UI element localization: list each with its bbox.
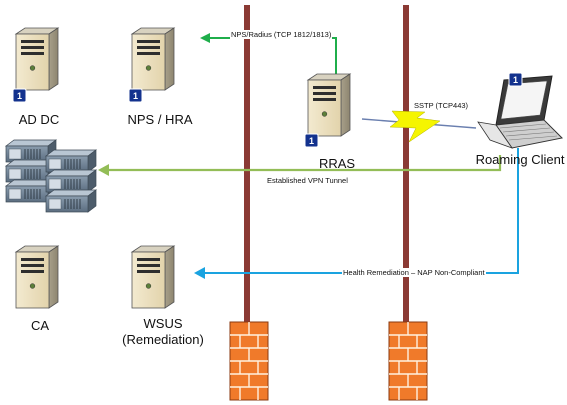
wsus-sublabel: (Remediation)	[122, 332, 204, 347]
edge-health-remediation	[194, 148, 519, 279]
badge-icon: 1	[304, 133, 319, 148]
edge-nps-radius	[200, 33, 337, 80]
server-icon	[131, 245, 175, 309]
server-icon	[131, 27, 175, 91]
server-icon	[15, 27, 59, 91]
laptop-icon	[477, 75, 564, 149]
sstp-label: SSTP (TCP443)	[413, 101, 470, 110]
svg-text:1: 1	[133, 91, 138, 101]
ad-dc-label: AD DC	[18, 112, 60, 127]
firewall-icon	[229, 321, 269, 401]
health-remediation-label: Health Remediation – NAP Non-Compliant	[342, 268, 486, 277]
server-rack-icon	[5, 139, 97, 213]
svg-text:1: 1	[513, 75, 518, 85]
badge-icon: 1	[12, 88, 27, 103]
vpn-tunnel-label: Established VPN Tunnel	[267, 176, 348, 185]
firewall-icon	[388, 321, 428, 401]
rras-label: RRAS	[318, 156, 356, 171]
svg-text:1: 1	[309, 136, 314, 146]
server-icon	[15, 245, 59, 309]
ca-label: CA	[30, 318, 50, 333]
badge-icon: 1	[128, 88, 143, 103]
nps-hra-label: NPS / HRA	[127, 112, 193, 127]
badge-icon: 1	[508, 72, 523, 87]
edge-vpn-tunnel	[98, 155, 502, 176]
nps-radius-label: NPS/Radius (TCP 1812/1813)	[230, 30, 333, 39]
edge-sstp	[361, 110, 477, 143]
roaming-client-label: Roaming Client	[475, 152, 565, 167]
svg-text:1: 1	[17, 91, 22, 101]
server-icon	[307, 73, 351, 137]
wsus-label: WSUS	[143, 316, 183, 331]
